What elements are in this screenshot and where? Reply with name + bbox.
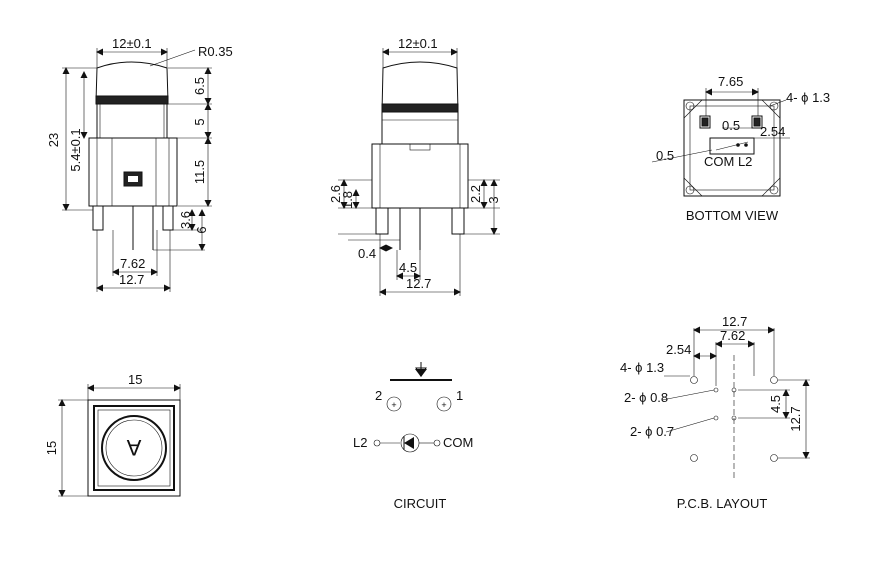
bottom-caption: BOTTOM VIEW	[686, 208, 779, 223]
side-cap-h: 6.5	[192, 77, 207, 95]
bottom-d05b: 0.5	[656, 148, 674, 163]
pcb-h45: 4.5	[768, 395, 783, 413]
svg-text:+: +	[391, 400, 396, 410]
circuit-com: COM	[443, 435, 473, 450]
circuit-caption: CIRCUIT	[394, 496, 447, 511]
pin1-terminal	[436, 396, 452, 412]
side-mid	[96, 103, 168, 139]
front-width-label: 12±0.1	[398, 36, 438, 51]
pcb-h127: 12.7	[788, 406, 803, 431]
top-width: 15	[128, 372, 142, 387]
front-d3: 3	[486, 196, 501, 203]
pcb-holes07: 2- ϕ 0.7	[630, 424, 674, 439]
bottom-width: 7.65	[718, 74, 743, 89]
side-mid-h: 5	[192, 118, 207, 125]
side-cap	[95, 61, 169, 103]
bottom-holes: 4- ϕ 1.3	[786, 90, 830, 105]
circuit-pin2: 2	[375, 388, 382, 403]
pcb-w254: 2.54	[666, 342, 691, 357]
pcb-holes13: 4- ϕ 1.3	[620, 360, 664, 375]
svg-text:+: +	[441, 400, 446, 410]
side-body-h: 11.5	[192, 160, 207, 184]
pin2-terminal	[386, 396, 402, 412]
side-height-base: 5.4±0.1	[68, 128, 83, 171]
front-base-w: 12.7	[406, 276, 431, 291]
top-cap-symbol: A	[126, 435, 141, 460]
pcb-w127: 12.7	[722, 314, 747, 329]
bottom-d05a: 0.5	[722, 118, 740, 133]
pcb-layout: 12.7 7.62 2.54 4- ϕ 1.3 2- ϕ 0.8 2- ϕ 0.…	[620, 314, 810, 511]
circuit-pin1: 1	[456, 388, 463, 403]
top-cap-circle	[101, 415, 167, 481]
pcb-w762: 7.62	[720, 328, 745, 343]
side-pin-a: 3.6	[178, 211, 193, 229]
side-base-w: 12.7	[119, 272, 144, 287]
circuit-l2: L2	[353, 435, 367, 450]
pcb-caption: P.C.B. LAYOUT	[677, 496, 768, 511]
front-d18: 1.8	[340, 191, 355, 209]
top-height: 15	[44, 441, 59, 455]
front-d22: 2.2	[468, 185, 483, 203]
side-cap-band	[95, 95, 169, 105]
front-d45: 4.5	[399, 260, 417, 275]
front-view: 12±0.1 2.6 1.8 2.2 3 0.4 4.5 12.7	[328, 36, 501, 296]
side-height-total: 23	[46, 133, 61, 147]
bottom-d254: 2.54	[760, 124, 785, 139]
side-width-label: 12±0.1	[112, 36, 152, 51]
side-view: 12±0.1 R0.35 23 5.4±0.1 6.5 5 11.5 3.6 6…	[46, 36, 233, 292]
bottom-pins: COM L2	[704, 154, 752, 169]
front-d26: 2.6	[328, 185, 343, 203]
side-radius-label: R0.35	[198, 44, 233, 59]
top-view: A 15 15	[44, 372, 181, 497]
side-pitch: 7.62	[120, 256, 145, 271]
bottom-view: 7.65 4- ϕ 1.3 0.5 2.54 0.5 COM L2 BOTTOM…	[651, 74, 830, 223]
front-d04: 0.4	[358, 246, 376, 261]
pcb-holes08: 2- ϕ 0.8	[624, 390, 668, 405]
side-pin-b: 6	[194, 226, 209, 233]
circuit: + + 2 1 L2 COM CIRCUIT	[353, 362, 473, 511]
